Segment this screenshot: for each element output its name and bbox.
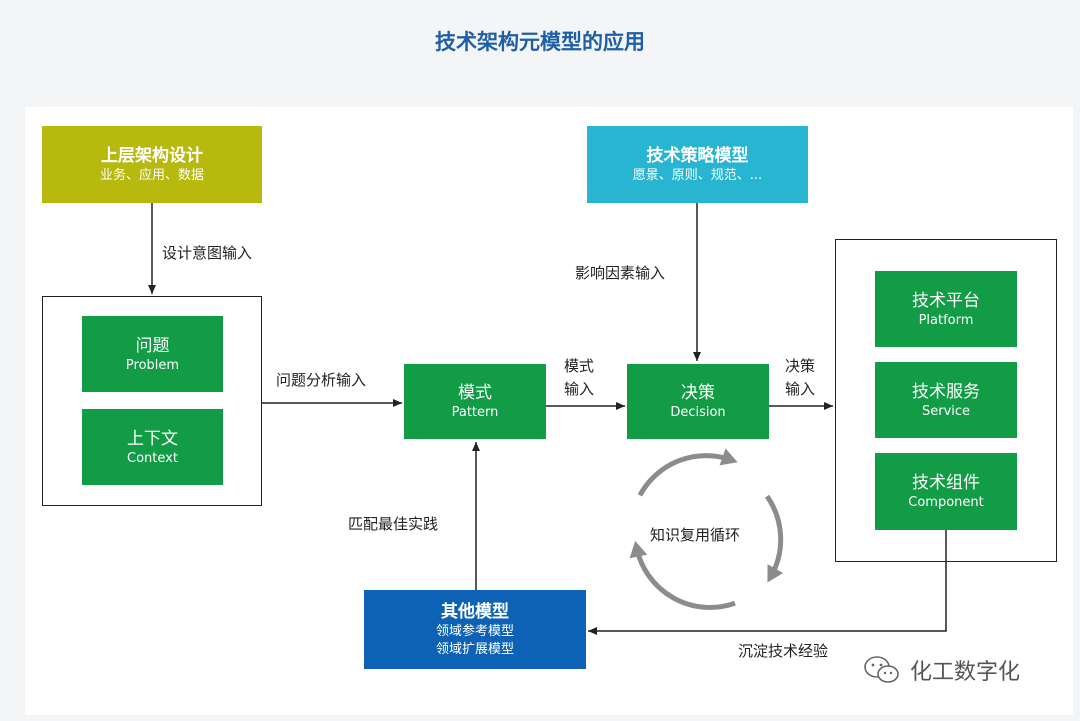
cycle-arc-right (764, 494, 784, 583)
component-box: 技术组件 Component (875, 453, 1017, 530)
other-models-title: 其他模型 (441, 601, 509, 622)
watermark: 化工数字化 (862, 650, 1062, 690)
pattern-sub: Pattern (451, 405, 499, 420)
watermark-text: 化工数字化 (910, 660, 1021, 685)
component-sub: Component (908, 495, 984, 510)
platform-sub: Platform (918, 312, 974, 328)
component-title: 技术组件 (912, 473, 980, 493)
label-decision-input-1: 决策 (785, 357, 816, 375)
tech-strategy-title: 技术策略模型 (646, 145, 749, 166)
context-sub: Context (127, 450, 178, 466)
cycle-arc-top (637, 448, 738, 497)
problem-title: 问题 (135, 335, 170, 356)
label-problem-analysis: 问题分析输入 (276, 371, 367, 389)
context-box: 上下文 Context (82, 409, 223, 485)
context-title: 上下文 (127, 428, 178, 449)
decision-box: 决策 Decision (627, 364, 769, 439)
label-pattern-input-1: 模式 (564, 357, 595, 375)
tech-strategy-sub: 愿景、原则、规范、... (632, 167, 763, 183)
arrow-component-to-other (588, 530, 947, 635)
service-title: 技术服务 (912, 381, 980, 402)
upper-architecture-box: 上层架构设计 业务、应用、数据 (42, 126, 262, 203)
label-reuse-cycle: 知识复用循环 (650, 526, 741, 544)
platform-box: 技术平台 Platform (875, 271, 1017, 347)
upper-architecture-sub: 业务、应用、数据 (99, 167, 204, 183)
decision-sub: Decision (670, 405, 726, 420)
label-pattern-input-2: 输入 (564, 380, 595, 398)
label-influence: 影响因素输入 (575, 264, 666, 282)
other-models-box: 其他模型 领域参考模型 领域扩展模型 (364, 590, 586, 669)
label-decision-input-2: 输入 (785, 380, 816, 398)
pattern-title: 模式 (458, 383, 492, 403)
label-design-intent: 设计意图输入 (162, 244, 253, 262)
label-best-practice: 匹配最佳实践 (348, 515, 439, 533)
other-models-sub2: 领域扩展模型 (435, 641, 514, 657)
upper-architecture-title: 上层架构设计 (101, 145, 203, 166)
decision-title: 决策 (681, 383, 715, 403)
cycle-arc-bottom (629, 540, 736, 610)
platform-title: 技术平台 (912, 290, 980, 311)
other-models-sub1: 领域参考模型 (435, 623, 514, 639)
problem-box: 问题 Problem (82, 316, 223, 392)
problem-sub: Problem (125, 357, 180, 373)
pattern-box: 模式 Pattern (404, 364, 546, 439)
service-box: 技术服务 Service (875, 362, 1017, 438)
page-title: 技术架构元模型的应用 (435, 30, 645, 54)
service-sub: Service (921, 403, 971, 419)
tech-strategy-box: 技术策略模型 愿景、原则、规范、... (587, 126, 808, 203)
wechat-icon (864, 656, 899, 683)
label-experience: 沉淀技术经验 (738, 642, 829, 660)
